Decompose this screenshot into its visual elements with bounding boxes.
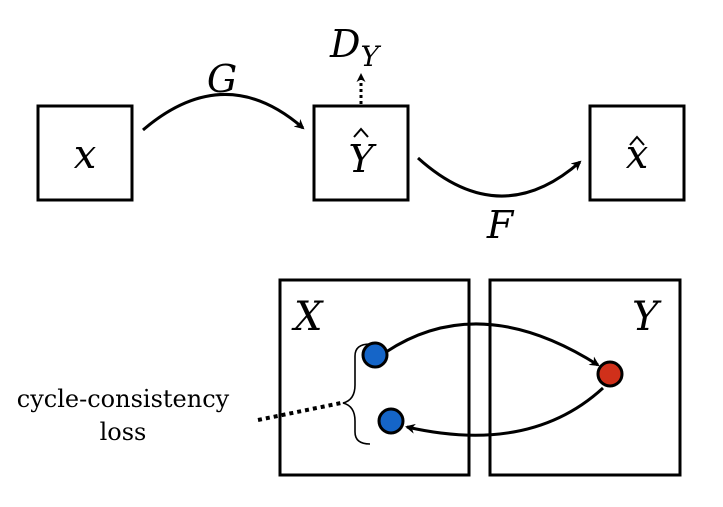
backward-mapping-arrow	[405, 386, 605, 437]
box-x: x	[36, 104, 134, 202]
domain-x-label: X	[291, 294, 324, 340]
f-arrow	[416, 156, 582, 198]
hat-accent-icon	[629, 135, 645, 146]
source-point	[361, 341, 389, 369]
reconstructed-point	[377, 407, 405, 435]
y-hat-label: Y	[348, 137, 377, 181]
discriminator-label: DY	[329, 22, 381, 73]
loss-label-line1: cycle-consistency	[17, 385, 230, 413]
translated-point	[596, 360, 624, 388]
loss-label-line2: loss	[100, 418, 147, 446]
forward-mapping-arrow	[385, 322, 600, 367]
discriminator-d: D	[329, 22, 360, 66]
hat-accent-icon	[353, 127, 369, 138]
loss-connector	[257, 401, 342, 422]
box-y-hat: Y	[312, 104, 410, 202]
loss-brace-icon	[342, 343, 371, 445]
discriminator-subscript: Y	[360, 40, 381, 73]
g-arrow	[142, 93, 305, 132]
g-label: G	[207, 57, 237, 101]
f-label: F	[486, 203, 515, 247]
box-x-hat: x	[588, 104, 686, 202]
domain-x-panel: X	[278, 278, 471, 477]
domain-y-panel: Y	[488, 278, 682, 477]
x-label: x	[74, 132, 97, 178]
domain-y-label: Y	[632, 294, 662, 340]
x-hat-label: x	[626, 132, 649, 178]
